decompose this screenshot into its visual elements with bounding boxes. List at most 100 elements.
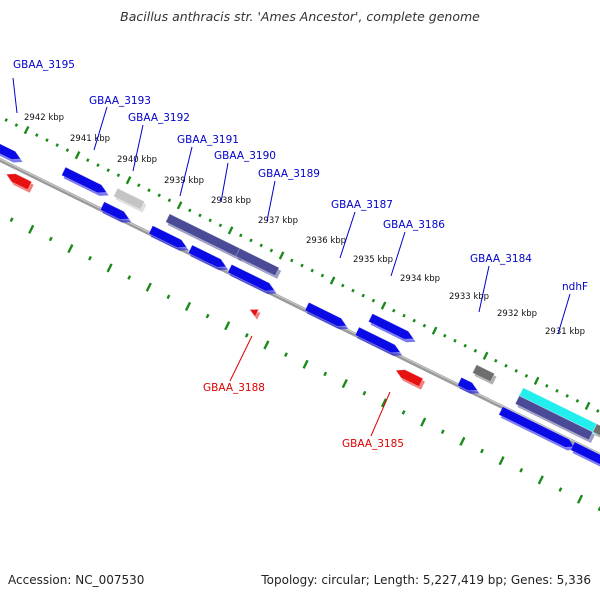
- gene-arrow: [354, 326, 401, 354]
- outer-tick: [167, 198, 172, 203]
- inner-tick: [88, 255, 92, 261]
- outer-tick: [74, 151, 81, 160]
- inner-tick: [166, 294, 171, 300]
- outer-tick-ring: [4, 118, 600, 413]
- outer-tick: [96, 163, 100, 168]
- leader-line: [390, 231, 406, 277]
- outer-tick: [392, 308, 396, 313]
- kbp-label: 2937 kbp: [258, 216, 298, 226]
- kbp-label: 2932 kbp: [497, 309, 537, 319]
- gene-label: GBAA_3195: [13, 59, 75, 71]
- outer-tick: [341, 283, 345, 288]
- outer-tick: [278, 251, 285, 260]
- gene-arrow: [304, 301, 348, 327]
- inner-tick: [106, 263, 113, 273]
- outer-tick: [371, 298, 376, 303]
- leader-line: [557, 293, 571, 335]
- gene-arrow: [0, 143, 22, 160]
- kbp-label: 2936 kbp: [306, 236, 346, 246]
- inner-tick: [420, 417, 427, 427]
- gene-label: GBAA_3187: [331, 199, 393, 211]
- gene-arrow: [395, 369, 424, 388]
- outer-tick: [380, 301, 387, 310]
- inner-tick: [341, 378, 348, 389]
- leader-line: [339, 211, 356, 259]
- gene-arrow: [61, 166, 108, 194]
- gene-arrow: [367, 313, 415, 340]
- outer-tick: [361, 293, 365, 298]
- inner-tick: [459, 436, 466, 446]
- kbp-label: 2942 kbp: [24, 113, 64, 123]
- outer-tick: [533, 376, 540, 385]
- inner-tick: [302, 359, 309, 369]
- gene-arrow: [187, 244, 227, 268]
- gene-arrow: [148, 225, 188, 249]
- outer-tick: [555, 389, 559, 393]
- gene-arrow: [472, 364, 496, 383]
- gene-arrow: [498, 406, 576, 448]
- gene-arrow: [592, 423, 600, 436]
- outer-tick: [249, 238, 253, 243]
- inner-tick: [67, 244, 74, 254]
- gene-label: ndhF: [562, 281, 588, 293]
- leader-line: [220, 162, 229, 203]
- kbp-label: 2934 kbp: [400, 274, 440, 284]
- gene-arrow: [514, 395, 594, 441]
- gene-labels: GBAA_3195GBAA_3193GBAA_3192GBAA_3191GBAA…: [13, 59, 588, 450]
- inner-tick: [184, 301, 192, 312]
- outer-tick: [23, 125, 30, 135]
- gene-features: [0, 143, 600, 467]
- outer-tick: [300, 263, 304, 268]
- outer-tick: [14, 123, 19, 127]
- outer-tick: [35, 133, 39, 137]
- outer-tick: [524, 373, 529, 378]
- outer-tick: [45, 138, 49, 142]
- accession-text: Accession: NC_007530: [8, 573, 145, 587]
- kbp-label: 2931 kbp: [545, 327, 585, 337]
- gene-arrow: [235, 247, 280, 277]
- kbp-label: 2933 kbp: [449, 292, 489, 302]
- inner-tick: [537, 475, 544, 485]
- backbone-highlight: [0, 158, 600, 455]
- outer-tick: [596, 409, 600, 413]
- outer-tick: [176, 201, 183, 210]
- kbp-label: 2940 kbp: [117, 155, 157, 165]
- gene-label: GBAA_3193: [89, 95, 151, 107]
- gene-label: GBAA_3190: [214, 150, 276, 162]
- leader-line: [93, 106, 108, 151]
- outer-tick: [453, 338, 457, 343]
- inner-tick: [263, 340, 270, 350]
- gene-arrow: [113, 187, 146, 211]
- outer-tick: [402, 313, 406, 318]
- topology-text: Topology: circular; Length: 5,227,419 bp…: [261, 573, 591, 587]
- outer-tick: [514, 368, 518, 373]
- gene-arrow: [456, 376, 479, 392]
- gene-arrow: [227, 263, 276, 292]
- outer-tick: [208, 218, 212, 223]
- leader-line: [370, 391, 391, 437]
- kbp-label: 2935 kbp: [353, 255, 393, 265]
- outer-tick: [218, 223, 223, 228]
- gene-label: GBAA_3192: [128, 112, 190, 124]
- outer-tick: [125, 176, 132, 185]
- outer-tick: [431, 326, 438, 335]
- outer-tick: [443, 333, 447, 338]
- gene-label: GBAA_3184: [470, 253, 532, 265]
- inner-tick: [323, 371, 328, 377]
- outer-tick: [188, 208, 192, 213]
- inner-tick: [362, 390, 367, 396]
- inner-tick: [498, 456, 505, 466]
- inner-tick: [48, 236, 53, 242]
- gene-arrow: [248, 309, 260, 318]
- outer-tick: [482, 351, 489, 360]
- map-title: Bacillus anthracis str. 'Ames Ancestor',…: [120, 9, 480, 24]
- kbp-label: 2941 kbp: [70, 134, 110, 144]
- outer-tick: [86, 158, 90, 163]
- outer-tick: [575, 399, 580, 403]
- label-leader-lines: [12, 77, 571, 437]
- outer-tick: [157, 193, 161, 198]
- leader-line: [132, 124, 144, 172]
- outer-tick: [198, 213, 202, 218]
- inner-tick: [127, 275, 132, 280]
